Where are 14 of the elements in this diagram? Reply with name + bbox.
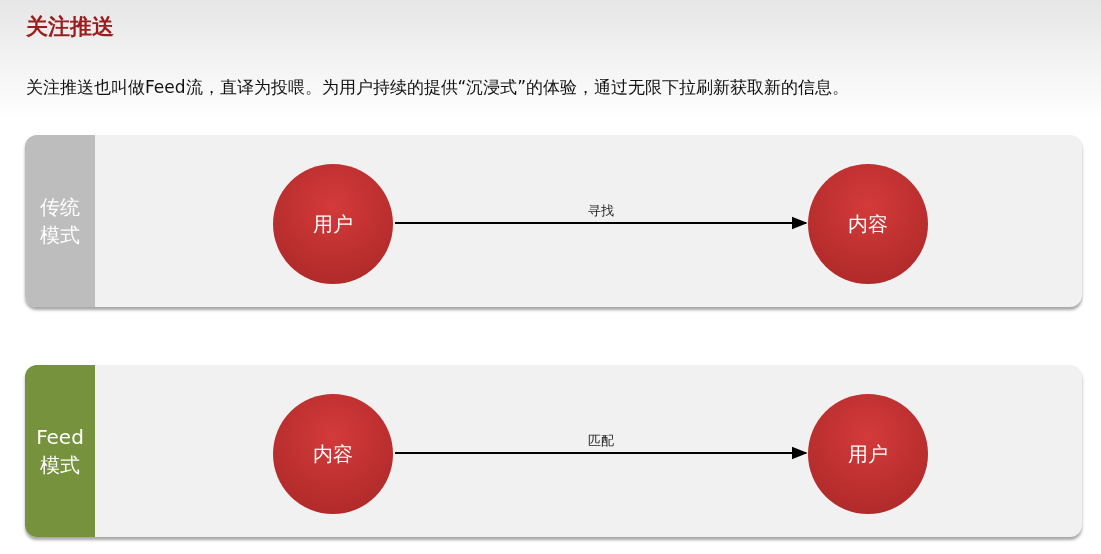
edge-label: 寻找 [585, 202, 616, 220]
mode-label: Feed模式 [25, 365, 95, 537]
description-text: 关注推送也叫做Feed流，直译为投喂。为用户持续的提供“沉浸式”的体验，通过无限下拉刷新获取新的信息。 [26, 76, 850, 99]
circle-node: 用户 [273, 164, 393, 284]
arrow [394, 446, 808, 460]
row-panel [25, 365, 1082, 537]
circle-node: 内容 [273, 394, 393, 514]
circle-node: 内容 [808, 164, 928, 284]
arrow [394, 216, 808, 230]
slide-title: 关注推送 [26, 13, 114, 41]
mode-label: 传统模式 [25, 135, 95, 307]
circle-node: 用户 [808, 394, 928, 514]
row-panel [25, 135, 1082, 307]
edge-label: 匹配 [585, 432, 616, 450]
